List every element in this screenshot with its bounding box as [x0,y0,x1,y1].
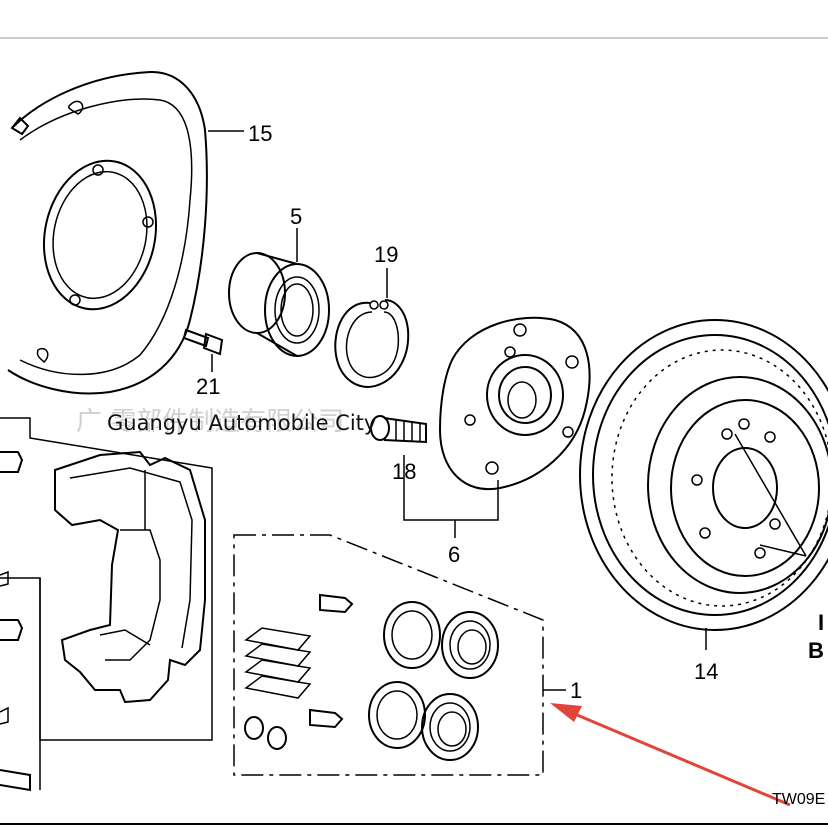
caliper-bracket-part[interactable] [54,450,206,704]
watermark-english: Guangyu Automobile City [107,411,376,435]
hub-bolt-part[interactable] [370,415,427,444]
wheel-bearing-part[interactable] [228,228,330,357]
callout-6: 6 [448,542,460,567]
brake-rotor-part[interactable] [579,319,828,650]
splash-shield-part[interactable] [7,70,244,395]
diagram-code: TW09E [772,791,825,808]
callout-5: 5 [290,204,302,229]
snap-ring-part[interactable] [334,268,410,388]
right-edge-letter-i: I [818,610,824,635]
callout-1: 1 [570,678,582,703]
callout-21: 21 [196,374,220,399]
red-arrow-annotation [550,703,791,807]
callout-19: 19 [374,242,398,267]
callout-14: 14 [694,659,718,684]
hub-part[interactable] [403,316,591,538]
callout-15: 15 [248,121,272,146]
right-edge-letter-b: B [808,638,824,663]
bolt-21-part[interactable] [182,328,224,372]
pad-kit-part[interactable] [233,534,566,776]
left-edge-bolts[interactable] [0,451,31,792]
watermark-chinese: 广 零部件制造有限公司 [76,407,344,437]
